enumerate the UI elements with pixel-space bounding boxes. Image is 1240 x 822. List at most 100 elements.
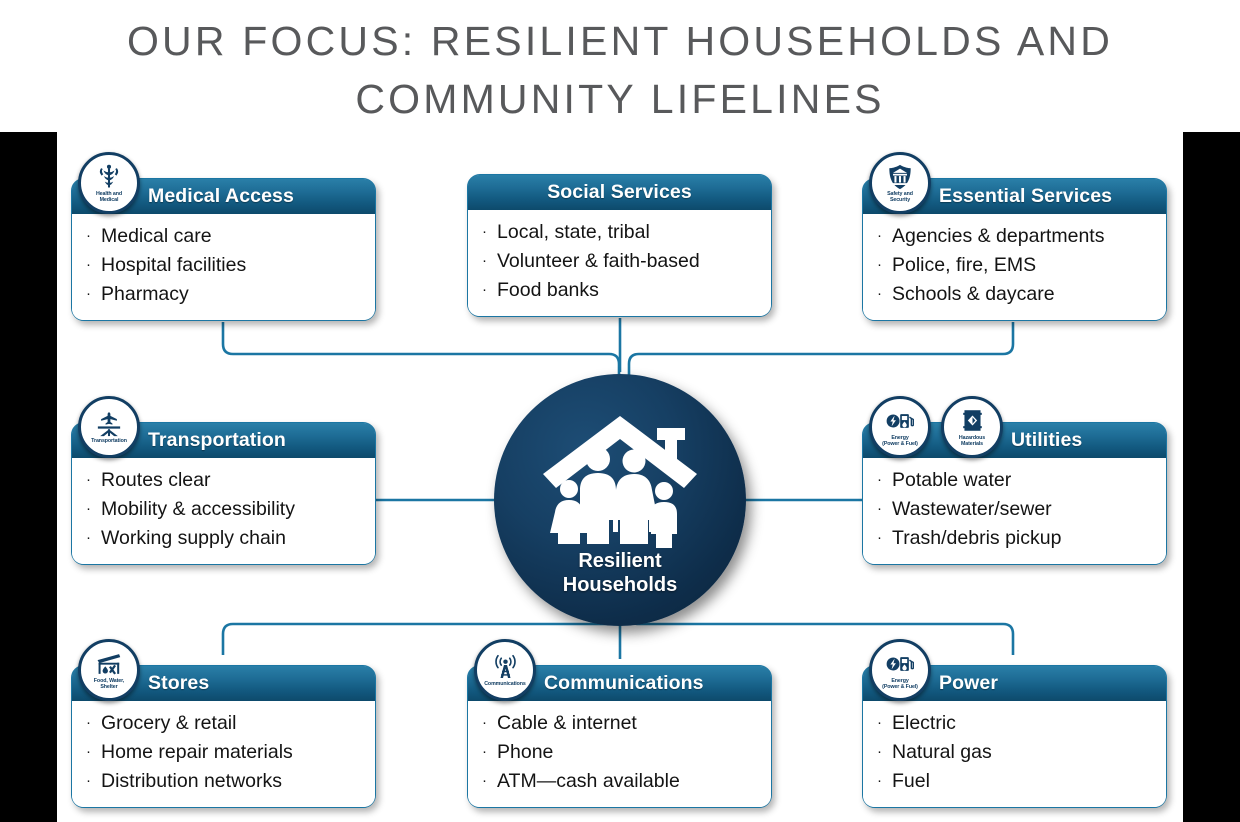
bullet-list: ·Agencies & departments ·Police, fire, E… bbox=[877, 222, 1156, 309]
hub-resilient-households[interactable]: Resilient Households bbox=[494, 374, 746, 626]
card-social-services[interactable]: Social Services · Local, state, tribal ·V… bbox=[467, 174, 772, 318]
food-water-shelter-icon bbox=[94, 651, 124, 677]
bullet-icon: · bbox=[86, 743, 91, 761]
bullet-list: · Local, state, tribal ·Volunteer & faith… bbox=[482, 218, 761, 305]
card-title: Essential Services bbox=[939, 185, 1113, 207]
list-item-label: Routes clear bbox=[101, 469, 211, 491]
card-title: Transportation bbox=[148, 429, 286, 451]
list-item-label: Grocery & retail bbox=[101, 712, 237, 734]
list-item-label: Mobility & accessibility bbox=[101, 498, 295, 521]
badge-caption-line-2: (Power & Fuel) bbox=[882, 441, 918, 447]
hub-label-line-1: Resilient bbox=[578, 549, 662, 572]
list-item: ·Wastewater/sewer bbox=[877, 495, 1156, 524]
list-item-label: Schools & daycare bbox=[892, 283, 1055, 306]
badge-caption: Health and Medical bbox=[81, 191, 137, 203]
card-title: Stores bbox=[148, 672, 210, 694]
badge-caption-line-1: Food, Water, bbox=[93, 677, 125, 684]
airplane-bridge-icon bbox=[94, 411, 124, 437]
badge-communications[interactable]: Communications bbox=[474, 639, 536, 701]
bullet-icon: · bbox=[482, 281, 487, 299]
bullet-icon: · bbox=[482, 252, 487, 270]
card-header: Social Services bbox=[468, 175, 771, 210]
card-title: Social Services bbox=[547, 181, 692, 203]
card-communications[interactable]: Communications Communications ·Cable & i… bbox=[467, 639, 772, 809]
badge-health-and-medical[interactable]: Health and Medical bbox=[78, 152, 140, 214]
bullet-icon: · bbox=[86, 714, 91, 731]
list-item: · Grocery & retail bbox=[86, 709, 365, 738]
list-item-label: Medical care bbox=[101, 225, 212, 247]
card-title: Power bbox=[939, 672, 999, 694]
card-title: Medical Access bbox=[148, 185, 294, 207]
badge-caption-line-2: (Power & Fuel) bbox=[882, 684, 918, 690]
list-item: ·Schools & daycare bbox=[877, 280, 1156, 309]
list-item-label: Fuel bbox=[892, 770, 930, 793]
bullet-list: · Electric · Natural gas · Fuel bbox=[877, 709, 1156, 796]
bullet-list: ·Routes clear ·Mobility & accessibility … bbox=[86, 466, 365, 553]
list-item: ·Potable water bbox=[877, 466, 1156, 495]
hub-label: Resilient Households bbox=[563, 548, 677, 597]
list-item-label: Cable & internet bbox=[497, 712, 637, 734]
list-item-label: Trash/debris pickup bbox=[892, 527, 1062, 550]
list-item: ·Agencies & departments bbox=[877, 222, 1156, 251]
police-shield-icon bbox=[885, 164, 915, 190]
badge-energy-power-and-fuel[interactable]: Energy (Power & Fuel) bbox=[869, 639, 931, 701]
list-item: ·Police, fire, EMS bbox=[877, 251, 1156, 280]
badge-safety-and-security[interactable]: Safety and Security bbox=[869, 152, 931, 214]
list-item-label: Potable water bbox=[892, 469, 1012, 491]
badge-caption-line-1: Energy bbox=[891, 677, 909, 684]
badge-caption-line-1: Safety and bbox=[887, 190, 913, 197]
card-medical-access[interactable]: Health and Medical Medical Access · Medic… bbox=[71, 152, 376, 322]
badge-transportation[interactable]: Transportation bbox=[78, 396, 140, 458]
list-item: ·Mobility & accessibility bbox=[86, 495, 365, 524]
card-body: · Electric · Natural gas · Fuel bbox=[863, 701, 1166, 808]
bullet-icon: · bbox=[877, 714, 882, 731]
list-item-label: Home repair materials bbox=[101, 741, 293, 764]
card-stores[interactable]: Food, Water, Shelter Stores · Grocery & r… bbox=[71, 639, 376, 809]
bullet-icon: · bbox=[482, 772, 487, 790]
card-power[interactable]: Energy (Power & Fuel) Power · Electric · N… bbox=[862, 639, 1167, 809]
badge-energy-power-and-fuel[interactable]: Energy (Power & Fuel) bbox=[869, 396, 931, 458]
bullet-icon: · bbox=[877, 529, 882, 547]
list-item-label: Food banks bbox=[497, 279, 599, 302]
bullet-icon: · bbox=[877, 772, 882, 790]
bullet-icon: · bbox=[86, 227, 91, 244]
list-item: ·ATM—cash available bbox=[482, 767, 761, 796]
list-item: · Trash/debris pickup bbox=[877, 524, 1156, 553]
bullet-icon: · bbox=[877, 256, 882, 274]
badge-hazardous-materials[interactable]: Hazardous Materials bbox=[941, 396, 1003, 458]
card-transportation[interactable]: Transportation Transportation ·Routes cl… bbox=[71, 396, 376, 566]
badge-caption: Transportation bbox=[81, 438, 137, 444]
badge-caption-line-1: Communications bbox=[484, 680, 526, 687]
bullet-list: ·Medical care ·Hospital facilities ·Phar… bbox=[86, 222, 365, 309]
card-body: ·Routes clear ·Mobility & accessibility … bbox=[72, 458, 375, 565]
page-title-line-2: COMMUNITY LIFELINES bbox=[355, 76, 885, 123]
caduceus-icon bbox=[94, 164, 124, 190]
energy-pump-icon bbox=[885, 651, 915, 677]
list-item: ·Hospital facilities bbox=[86, 251, 365, 280]
card-essential-services[interactable]: Safety and Security Essential Services ·… bbox=[862, 152, 1167, 322]
list-item: · Food banks bbox=[482, 276, 761, 305]
card-utilities[interactable]: Energy (Power & Fuel) Hazardous M bbox=[862, 396, 1167, 566]
list-item: · Local, state, tribal bbox=[482, 218, 761, 247]
list-item: · Natural gas bbox=[877, 738, 1156, 767]
badge-caption-line-2: Shelter bbox=[100, 684, 118, 690]
card-body: · Local, state, tribal ·Volunteer & faith… bbox=[468, 210, 771, 317]
list-item-label: Wastewater/sewer bbox=[892, 498, 1052, 521]
bullet-icon: · bbox=[877, 743, 882, 761]
family-under-roof-icon bbox=[543, 415, 697, 548]
bullet-list: · Grocery & retail · Home repair materials… bbox=[86, 709, 365, 796]
list-item-label: Hospital facilities bbox=[101, 254, 247, 277]
list-item-label: Distribution networks bbox=[101, 770, 282, 793]
list-item-label: Local, state, tribal bbox=[497, 221, 650, 243]
list-item: ·Volunteer & faith-based bbox=[482, 247, 761, 276]
card-body: · Grocery & retail · Home repair materials… bbox=[72, 701, 375, 808]
list-item-label: Natural gas bbox=[892, 741, 992, 764]
list-item: · Electric bbox=[877, 709, 1156, 738]
bullet-icon: · bbox=[482, 223, 487, 240]
list-item: ·Distribution networks bbox=[86, 767, 365, 796]
diagram-canvas: Resilient Households bbox=[57, 132, 1183, 822]
list-item-label: Electric bbox=[892, 712, 956, 734]
badge-food-water-shelter[interactable]: Food, Water, Shelter bbox=[78, 639, 140, 701]
list-item: ·Routes clear bbox=[86, 466, 365, 495]
list-item: · Medical care bbox=[86, 222, 365, 251]
